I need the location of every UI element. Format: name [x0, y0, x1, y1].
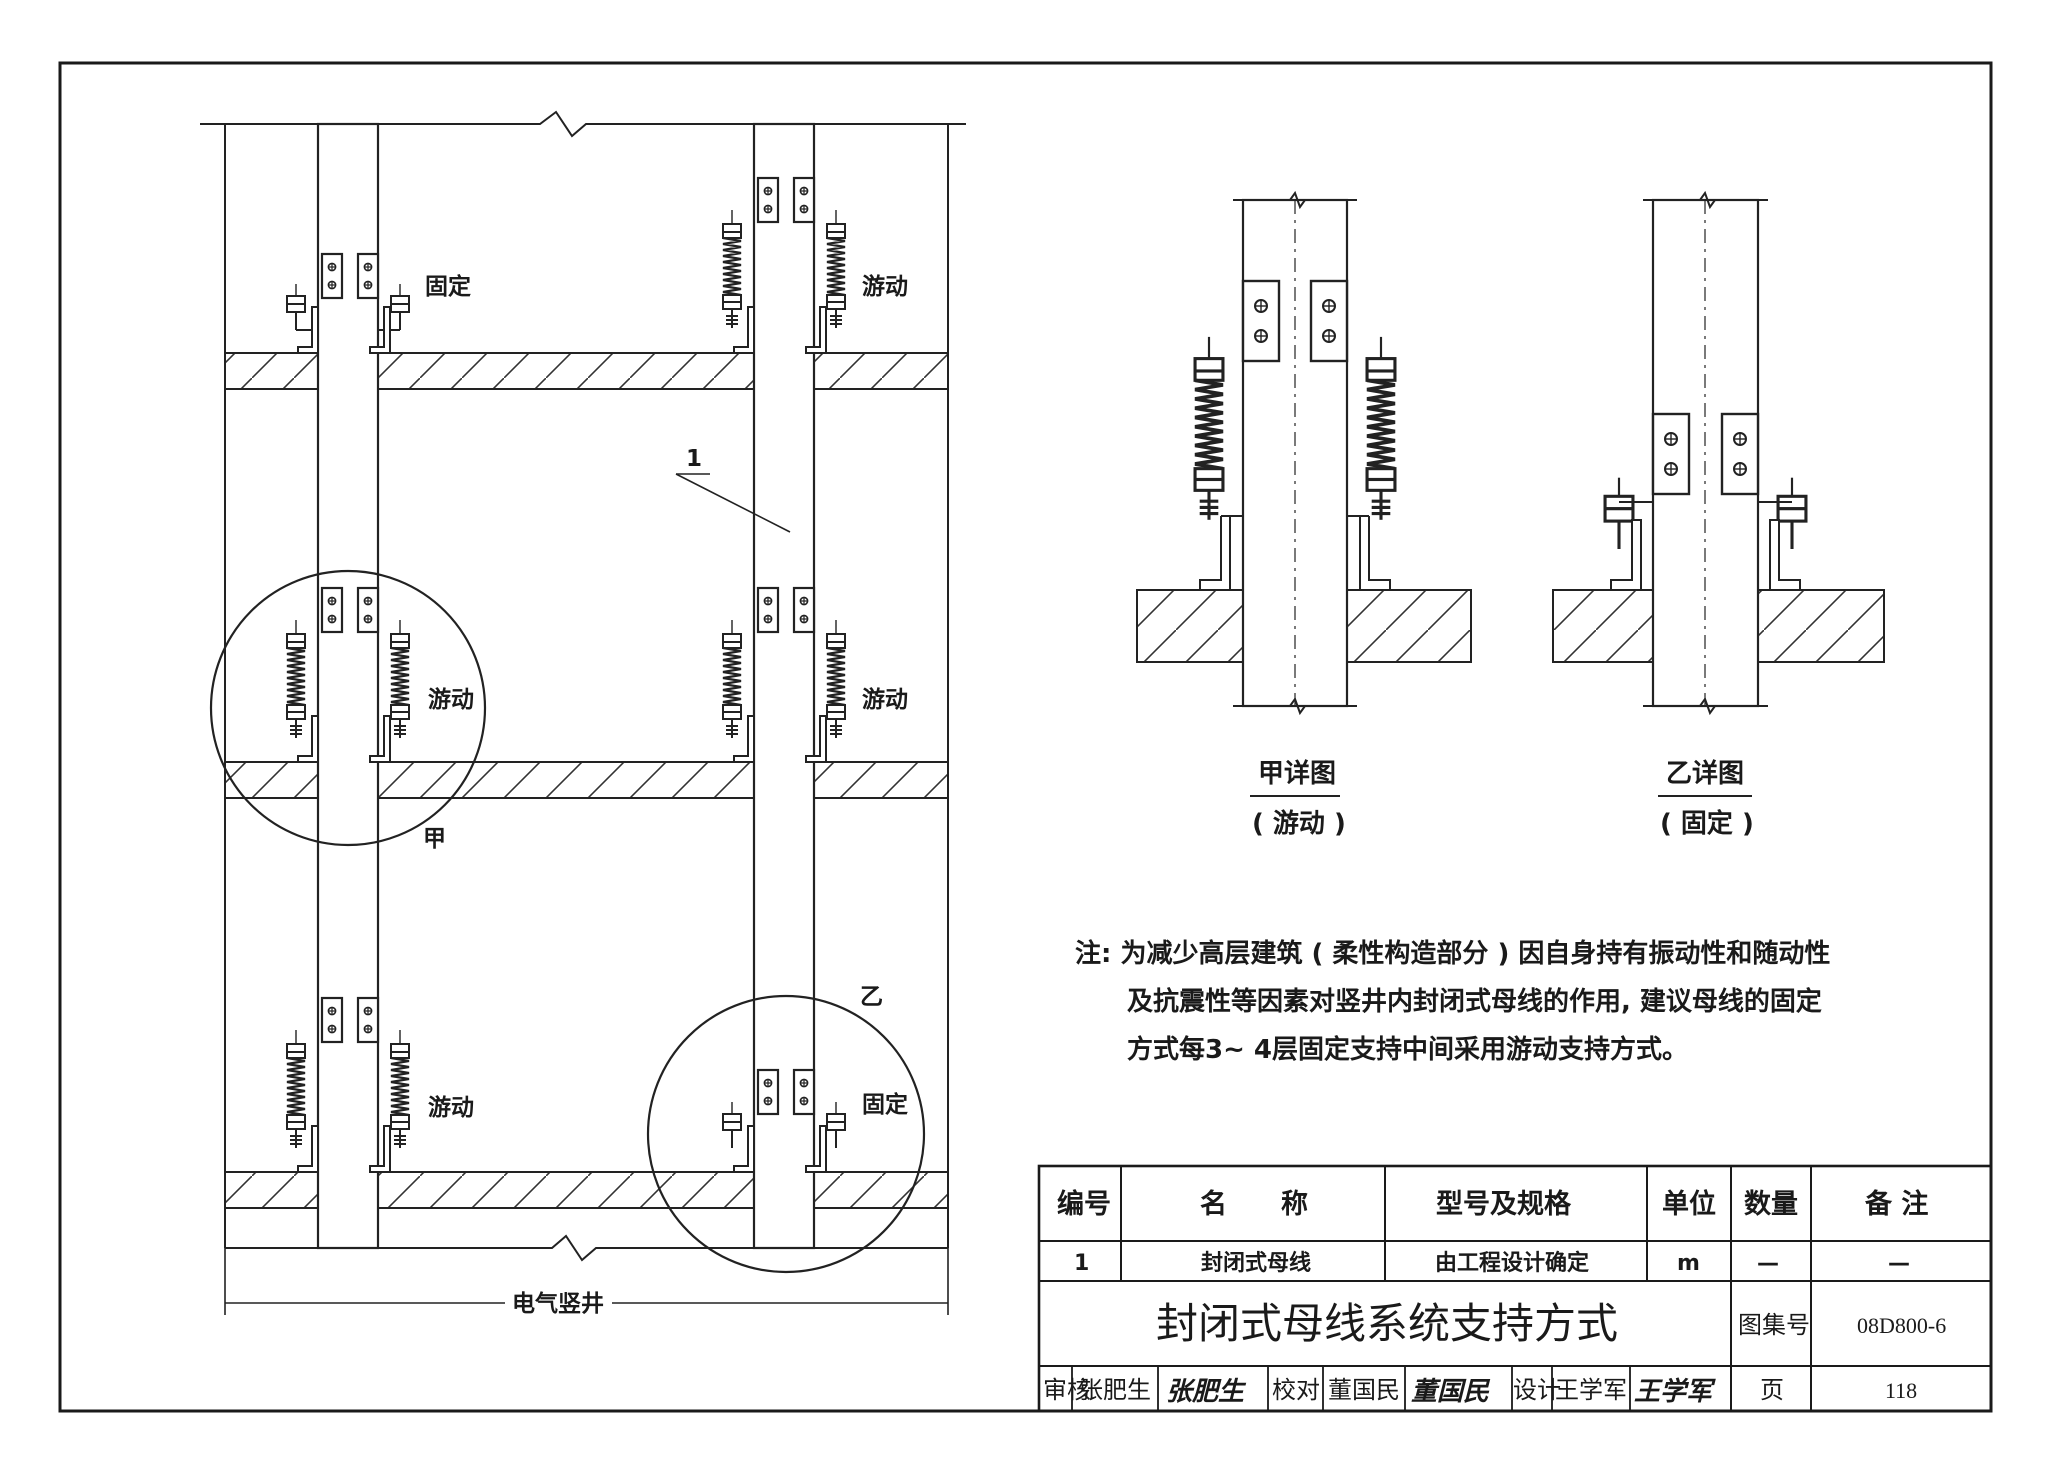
page-number: 118 [1885, 1378, 1917, 1403]
sheet-border [58, 61, 1993, 1413]
bom-header-remark: 备 注 [1864, 1188, 1928, 1220]
bom-header-name: 名 称 [1200, 1188, 1308, 1220]
label-floating-bottom-left: 游动 [428, 1094, 474, 1121]
review-label: 审核 [1043, 1376, 1091, 1404]
reviewer-signature: 张肥生 [1166, 1377, 1247, 1407]
item-callout-number: 1 [686, 446, 702, 472]
shaft-dimension-label: 电气竖井 [512, 1290, 604, 1317]
label-fixed-top: 固定 [425, 273, 471, 300]
note-line-2: 及抗震性等因素对竖井内封闭式母线的作用, 建议母线的固定 [1127, 986, 1822, 1017]
bom-cell-spec: 由工程设计确定 [1435, 1250, 1589, 1276]
bom-cell-name: 封闭式母线 [1201, 1250, 1311, 1276]
label-fixed-bottom-right: 固定 [862, 1091, 908, 1118]
detail-a-subtitle: ( 游动 ) [1252, 809, 1346, 839]
item-leader-line [675, 473, 791, 533]
bom-cell-unit: m [1677, 1251, 1700, 1276]
detail-marker-b: 乙 [860, 984, 883, 1010]
checker-name: 董国民 [1328, 1376, 1400, 1404]
note-line-3: 方式每3~ 4层固定支持中间采用游动支持方式。 [1127, 1034, 1688, 1065]
bom-table: 编号 名 称 型号及规格 单位 数量 备 注 1 封闭式母线 由工程设计确定 m… [1037, 1164, 1993, 1413]
floor-slab-1 [224, 352, 949, 390]
detail-circle-a [209, 569, 487, 847]
design-note: 注: 为减少高层建筑 ( 柔性构造部分 ) 因自身持有振动性和随动性 及抗震性等… [1075, 938, 1830, 1065]
design-label: 设计 [1513, 1376, 1561, 1404]
bom-header-no: 编号 [1057, 1188, 1111, 1220]
busbar-right [752, 122, 816, 1250]
detail-a-title: 甲详图 [1258, 758, 1336, 789]
page-label: 页 [1760, 1376, 1784, 1404]
check-label: 校对 [1272, 1376, 1320, 1404]
bom-cell-remark: — [1888, 1251, 1910, 1276]
detail-marker-a: 甲 [423, 826, 446, 852]
reviewer-name: 张肥生 [1079, 1376, 1151, 1404]
designer-signature: 王学军 [1634, 1377, 1716, 1407]
floor-slab-3 [224, 1171, 949, 1209]
bom-header-spec: 型号及规格 [1436, 1189, 1572, 1220]
designer-name: 王学军 [1555, 1376, 1627, 1404]
label-floating-mid-left: 游动 [428, 686, 474, 713]
drawing-title: 封闭式母线系统支持方式 [1156, 1299, 1618, 1348]
detail-circle-b [646, 994, 926, 1274]
bottom-break-line [225, 1234, 948, 1262]
top-break-line [200, 110, 966, 138]
bom-header-qty: 数量 [1744, 1189, 1798, 1220]
floor-slab-2 [224, 761, 949, 799]
bom-cell-qty: — [1757, 1251, 1779, 1276]
main-elevation: 固定 游动 游动 游动 游动 固定 甲 乙 1 电气竖井 [200, 110, 966, 1317]
bom-cell-no: 1 [1074, 1251, 1089, 1276]
label-floating-mid-right: 游动 [862, 686, 908, 713]
atlas-number: 08D800-6 [1857, 1313, 1946, 1338]
note-line-1: 注: 为减少高层建筑 ( 柔性构造部分 ) 因自身持有振动性和随动性 [1075, 938, 1830, 969]
detail-b-view: 乙详图 ( 固定 ) [1552, 190, 1885, 839]
busbar-left [316, 122, 380, 1250]
support-left-floor1-fixed [286, 252, 410, 354]
detail-b-subtitle: ( 固定 ) [1660, 808, 1754, 839]
atlas-label: 图集号 [1738, 1311, 1810, 1339]
bom-header-unit: 单位 [1662, 1188, 1716, 1220]
detail-b-title: 乙详图 [1666, 758, 1744, 789]
detail-a-view: 甲详图 ( 游动 ) [1136, 190, 1472, 839]
shaft-dimension: 电气竖井 [224, 1248, 949, 1317]
label-floating-top-right: 游动 [862, 273, 908, 300]
checker-signature: 董国民 [1411, 1377, 1491, 1407]
